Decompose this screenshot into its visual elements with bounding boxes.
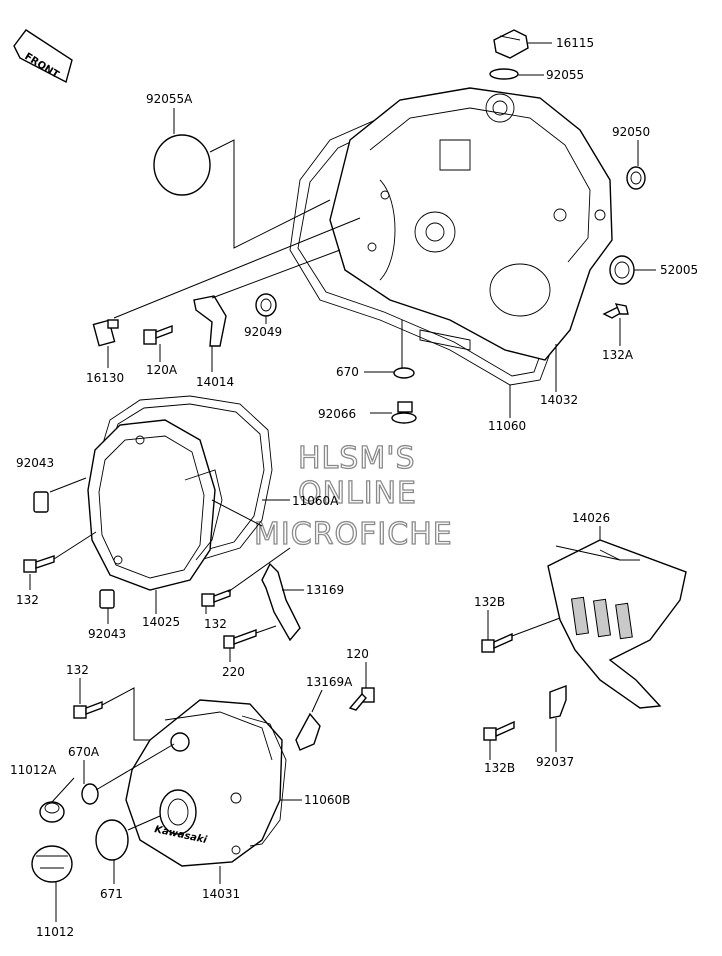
label-14032: 14032 (540, 393, 578, 407)
part-132-bolt-1 (23, 555, 55, 573)
label-52005: 52005 (660, 263, 698, 277)
part-16130-dowel-bolt (92, 319, 119, 347)
label-670A: 670A (68, 745, 100, 759)
gasket-11060B (241, 715, 287, 847)
label-11012A: 11012A (10, 763, 57, 777)
part-92050-seal (626, 166, 646, 190)
label-132-3: 132 (66, 663, 89, 677)
label-132-2: 132 (204, 617, 227, 631)
part-14031-engine-cover: Kawasaki (125, 699, 283, 867)
part-132B-bolt-1 (481, 632, 513, 653)
part-14014-plate (193, 295, 227, 347)
label-92049: 92049 (244, 325, 282, 339)
part-92043-dowel-1 (33, 491, 49, 513)
part-labels: 16115 92055 92055A 92050 52005 132A 1403… (10, 36, 698, 939)
part-16115-oil-filler-cap (493, 29, 529, 59)
leader-lines (29, 42, 656, 922)
part-670A-o-ring (81, 783, 99, 805)
label-92055: 92055 (546, 68, 584, 82)
label-14025: 14025 (142, 615, 180, 629)
part-92049-oil-seal (255, 293, 277, 317)
part-14025-cover (87, 419, 223, 591)
watermark-line-1: HLSM'S (298, 441, 416, 476)
label-16130: 16130 (86, 371, 124, 385)
label-132B-2: 132B (484, 761, 515, 775)
part-52005-oil-seal (609, 255, 635, 285)
part-132-bolt-3 (73, 700, 103, 719)
part-11012A-cap (39, 801, 65, 823)
label-92066: 92066 (318, 407, 356, 421)
label-132B-1: 132B (474, 595, 505, 609)
label-92050: 92050 (612, 125, 650, 139)
front-arrow-icon: FRONT (13, 29, 73, 84)
watermark-line-3: MICROFICHE (254, 517, 453, 552)
label-11060B: 11060B (304, 793, 350, 807)
label-670: 670 (336, 365, 359, 379)
label-132-1: 132 (16, 593, 39, 607)
part-92055-o-ring (489, 68, 519, 80)
label-13169A: 13169A (306, 675, 353, 689)
label-92037: 92037 (536, 755, 574, 769)
label-120A: 120A (146, 363, 178, 377)
part-132B-bolt-2 (483, 720, 515, 741)
label-11060: 11060 (488, 419, 526, 433)
label-14031: 14031 (202, 887, 240, 901)
label-671: 671 (100, 887, 123, 901)
label-220: 220 (222, 665, 245, 679)
label-14014: 14014 (196, 375, 234, 389)
label-92055A: 92055A (146, 92, 193, 106)
watermark-line-2: ONLINE (298, 476, 417, 511)
part-11012-cap (31, 845, 73, 883)
part-13169-guide (261, 562, 301, 642)
part-132-bolt-2 (201, 588, 231, 607)
label-13169: 13169 (306, 583, 344, 597)
part-92066-plug (391, 401, 417, 424)
label-11060A: 11060A (292, 494, 339, 508)
label-92043-1: 92043 (16, 456, 54, 470)
crankcase-assembly (289, 87, 613, 386)
part-120-bolt (348, 687, 375, 711)
part-670-o-ring (393, 367, 415, 379)
label-14026: 14026 (572, 511, 610, 525)
part-92055A-o-ring (153, 134, 211, 196)
label-11012: 11012 (36, 925, 74, 939)
part-92037-clamp (549, 684, 567, 719)
label-16115: 16115 (556, 36, 594, 50)
part-92043-dowel-2 (99, 589, 115, 609)
label-132A: 132A (602, 348, 634, 362)
label-120: 120 (346, 647, 369, 661)
part-132A-bolt (602, 303, 629, 319)
part-14026-sprocket-cover (547, 539, 687, 709)
part-671-o-ring (95, 819, 129, 861)
watermark: HLSM'S ONLINE MICROFICHE (253, 440, 453, 552)
label-92043-2: 92043 (88, 627, 126, 641)
part-220-bolt (223, 629, 257, 649)
part-13169A-guide (295, 712, 321, 751)
part-120A-bolt (143, 324, 173, 345)
